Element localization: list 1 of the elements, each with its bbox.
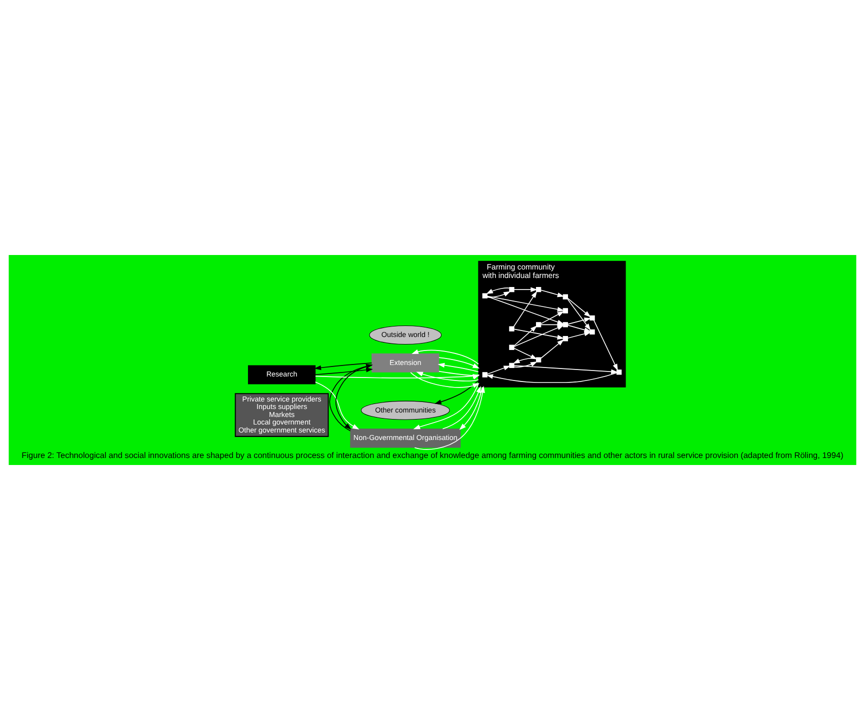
caption: Figure 2: Technological and social innovations are shaped by a continuous process of interaction and exchange of knowledge among farming communities and other actors in rural service provision (adapted from Röling, 1994) (22, 450, 844, 460)
